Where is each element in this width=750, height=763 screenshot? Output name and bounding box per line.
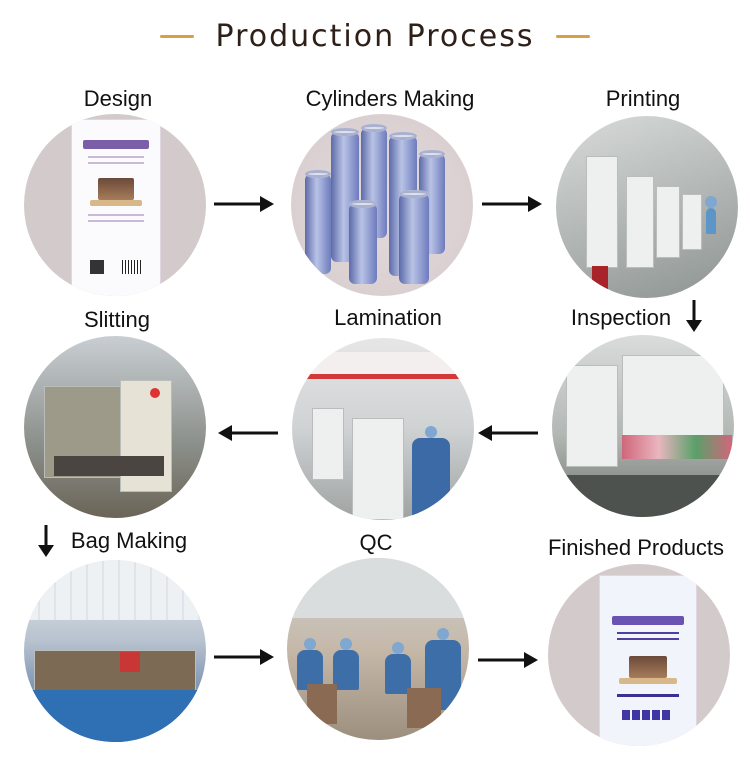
arrow-right-3: [214, 647, 274, 667]
step-label-inspection: Inspection: [570, 305, 672, 330]
step-label-qc: QC: [359, 530, 393, 555]
step-image-lamination: [292, 338, 474, 520]
arrow-left-icon: [478, 425, 538, 441]
packaging-proof-image: [72, 120, 160, 296]
step-image-design: [24, 114, 206, 296]
page-title: Production Process: [215, 18, 535, 54]
arrow-right-1: [214, 194, 274, 214]
title-dash-left: [159, 34, 194, 38]
arrow-down-icon: [38, 525, 54, 557]
header: Production Process: [0, 14, 750, 58]
finished-pouch-image: [600, 576, 696, 746]
step-image-inspection: [552, 335, 734, 517]
title-dash-right: [556, 34, 591, 38]
arrow-left-1: [218, 423, 278, 443]
step-label-bag-making: Bag Making: [70, 528, 188, 553]
step-label-cylinders: Cylinders Making: [305, 86, 475, 111]
step-image-printing: [556, 116, 738, 298]
arrow-right-2: [482, 194, 542, 214]
arrow-right-icon: [214, 649, 274, 665]
arrow-down-2: [36, 525, 56, 557]
arrow-right-icon: [214, 196, 274, 212]
step-label-printing: Printing: [605, 86, 681, 111]
arrow-down-1: [684, 300, 704, 332]
arrow-right-icon: [482, 196, 542, 212]
arrow-left-icon: [218, 425, 278, 441]
step-label-design: Design: [83, 86, 153, 111]
arrow-left-2: [478, 423, 538, 443]
step-label-finished-products: Finished Products: [547, 535, 725, 560]
arrow-right-4: [478, 650, 538, 670]
step-image-qc: [287, 558, 469, 740]
step-image-slitting: [24, 336, 206, 518]
step-image-cylinders: [291, 114, 473, 296]
step-label-lamination: Lamination: [334, 305, 442, 330]
step-label-slitting: Slitting: [83, 307, 151, 332]
arrow-right-icon: [478, 652, 538, 668]
arrow-down-icon: [686, 300, 702, 332]
step-image-bag-making: [24, 560, 206, 742]
step-image-finished-products: [548, 564, 730, 746]
